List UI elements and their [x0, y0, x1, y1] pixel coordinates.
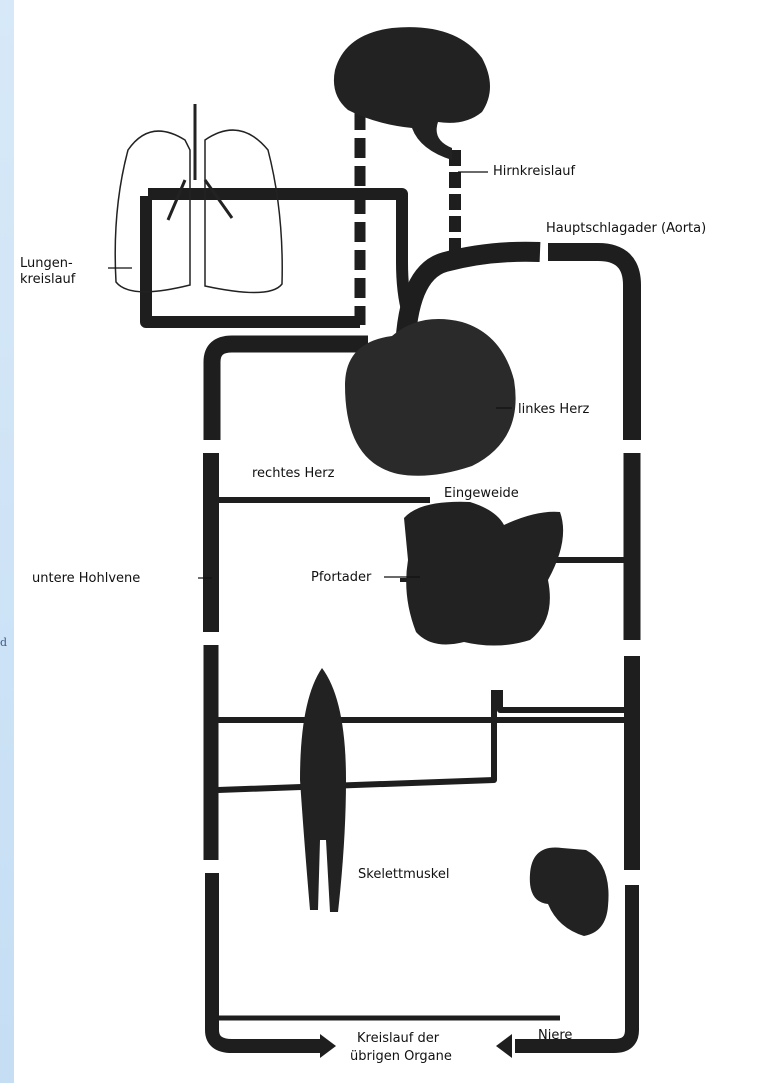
- pulmonary-vein: [146, 196, 360, 322]
- label-other-organs-1: Kreislauf der: [357, 1031, 439, 1046]
- muscle-artery: [500, 690, 626, 710]
- trachea: [168, 104, 232, 220]
- label-viscera: Eingeweide: [444, 486, 519, 501]
- label-skeletal-muscle: Skelettmuskel: [358, 867, 449, 882]
- label-brain-circulation: Hirnkreislauf: [493, 164, 575, 179]
- label-right-heart: rechtes Herz: [252, 466, 334, 481]
- kidney: [530, 848, 609, 936]
- flow-arrow-right: [496, 1034, 512, 1058]
- muscle-vessel: [218, 690, 494, 790]
- right-lung: [205, 130, 282, 292]
- label-kidney: Niere: [538, 1028, 572, 1043]
- viscera-organ: [404, 502, 563, 646]
- label-inferior-vena-cava: untere Hohlvene: [32, 571, 140, 586]
- heart: [345, 319, 516, 476]
- label-portal-vein: Pfortader: [311, 570, 371, 585]
- label-other-organs-2: übrigen Organe: [350, 1049, 452, 1064]
- label-lung-circulation-1: Lungen-: [20, 256, 73, 271]
- label-left-heart: linkes Herz: [518, 402, 589, 417]
- skeletal-muscle: [300, 668, 346, 912]
- label-lung-circulation-2: kreislauf: [20, 272, 75, 287]
- vena-cava-upper-segment: [212, 344, 368, 440]
- flow-arrow-left: [320, 1034, 336, 1058]
- label-aorta: Hauptschlagader (Aorta): [546, 221, 706, 236]
